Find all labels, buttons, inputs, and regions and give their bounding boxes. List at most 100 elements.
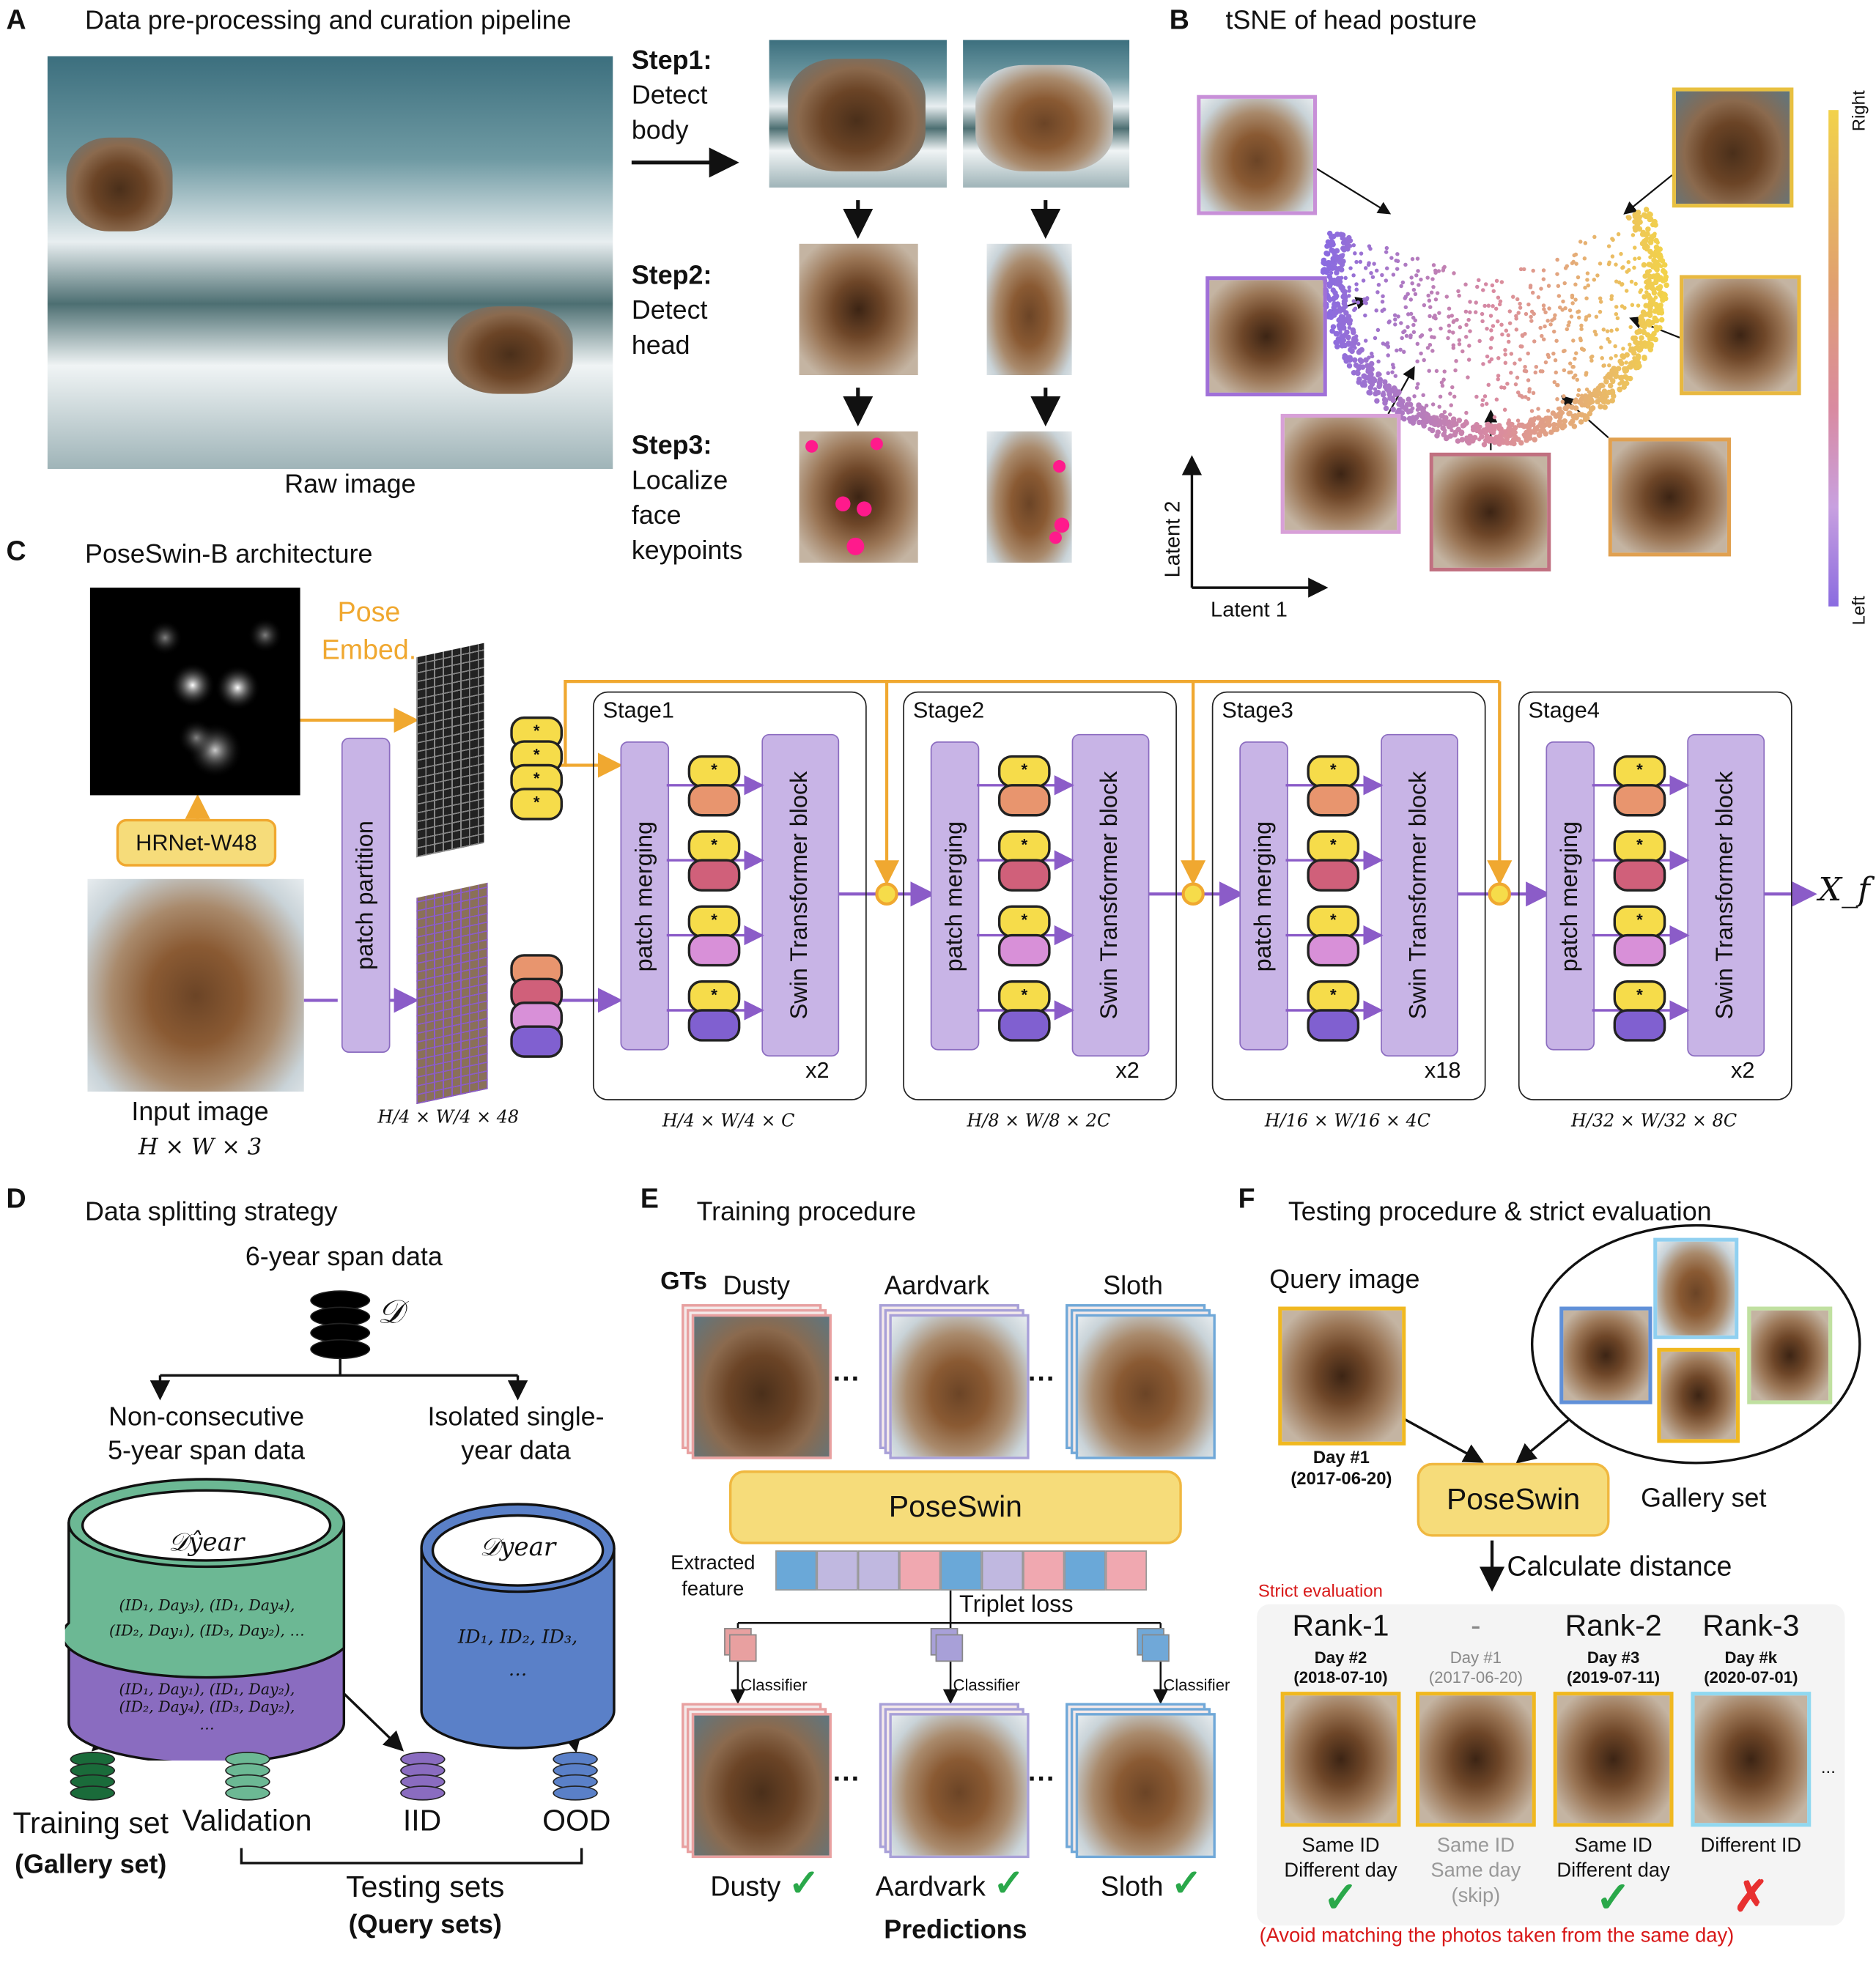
pose-token: * (997, 905, 1051, 939)
tsne-point (1325, 239, 1332, 245)
tsne-point (1587, 314, 1592, 318)
tsne-point (1491, 304, 1495, 308)
prediction-name: Dusty (710, 1870, 781, 1902)
tsne-point (1643, 207, 1650, 212)
tsne-point (1354, 369, 1361, 376)
tsne-point (1576, 275, 1581, 280)
tsne-point (1375, 327, 1381, 333)
tsne-point (1477, 437, 1482, 442)
tsne-point (1401, 415, 1407, 422)
patch-merging-label: patch merging (1556, 821, 1583, 971)
tsne-point (1411, 330, 1417, 335)
colorbar (1828, 110, 1839, 607)
tsne-point (1642, 355, 1647, 361)
tsne-point (1583, 241, 1588, 245)
tsne-point (1610, 254, 1615, 259)
patch-partition-block: patch partition (341, 737, 391, 1054)
tsne-point (1329, 328, 1335, 334)
tsne-point (1513, 361, 1517, 366)
tsne-point (1467, 433, 1473, 440)
tsne-point (1659, 258, 1666, 264)
tsne-point (1576, 315, 1581, 320)
tsne-point (1478, 424, 1482, 429)
tsne-point (1613, 344, 1617, 349)
tsne-point (1566, 410, 1572, 417)
tsne-point (1356, 300, 1361, 305)
tsne-point (1345, 247, 1349, 251)
image-patch-grid (416, 882, 488, 1105)
tsne-point (1637, 347, 1644, 352)
tsne-point (1425, 346, 1430, 350)
ellipsis: ··· (1027, 1363, 1056, 1394)
tsne-point (1652, 218, 1658, 225)
tsne-point (1399, 284, 1403, 289)
triplet-loss-label: Triplet loss (959, 1591, 1074, 1618)
rank-image (1280, 1692, 1401, 1827)
tsne-point (1493, 306, 1499, 311)
tsne-point (1606, 389, 1612, 396)
tsne-point (1595, 399, 1600, 404)
rank-day-match: Different day (1284, 1860, 1397, 1882)
tsne-point (1485, 354, 1490, 359)
tsne-point (1389, 256, 1394, 260)
feature-cell (940, 1550, 982, 1591)
tsne-point (1356, 341, 1361, 347)
panel-a-title: Data pre-processing and curation pipelin… (85, 6, 572, 35)
tsne-point (1408, 297, 1414, 302)
feature-cell (1105, 1550, 1148, 1591)
tsne-point (1457, 341, 1462, 347)
tsne-point (1398, 347, 1403, 352)
rank-title: Rank-1 (1292, 1609, 1389, 1643)
tsne-point (1576, 393, 1581, 398)
swin-block-label: Swin Transformer block (786, 771, 813, 1020)
tsne-point (1359, 251, 1364, 256)
tsne-point (1466, 317, 1471, 322)
tsne-point (1481, 362, 1485, 366)
rank-day: Day #1 (1450, 1648, 1502, 1667)
tsne-point (1421, 393, 1425, 398)
tsne-point (1645, 226, 1651, 232)
tsne-point (1477, 338, 1482, 344)
tsne-point (1630, 303, 1635, 307)
tsne-point (1411, 287, 1417, 292)
feature-cell (775, 1550, 817, 1591)
stage-dims: H/4 × W/4 × C (662, 1111, 795, 1132)
panel-e-label: E (640, 1182, 659, 1215)
tsne-point (1347, 289, 1351, 293)
tsne-point (1648, 341, 1654, 348)
tsne-point (1543, 310, 1548, 315)
tsne-point (1395, 267, 1400, 271)
query-date: Day #1(2017-06-20) (1257, 1447, 1425, 1489)
tsne-point (1502, 385, 1507, 390)
tsne-point (1619, 251, 1623, 256)
tsne-point (1642, 294, 1647, 300)
tsne-point (1363, 357, 1369, 363)
tsne-point (1556, 407, 1561, 411)
feature-cell (1023, 1550, 1065, 1591)
feature-token (687, 1009, 741, 1042)
tsne-point (1403, 295, 1408, 299)
tsne-point (1384, 342, 1388, 347)
database-icon (310, 1290, 371, 1360)
feature-token (687, 933, 741, 967)
stage-dims: H/32 × W/32 × 8C (1570, 1111, 1737, 1132)
stage-1 (592, 691, 867, 1100)
step3-label: Step3:Localize face keypoints (632, 429, 775, 569)
tsne-point (1617, 382, 1622, 386)
tsne-point (1518, 344, 1523, 349)
tsne-point (1433, 297, 1439, 302)
tsne-point (1460, 349, 1465, 354)
tsne-point (1518, 267, 1524, 272)
tsne-point (1515, 418, 1521, 423)
tsne-point (1621, 347, 1625, 351)
tsne-point (1450, 418, 1457, 425)
tsne-point (1509, 352, 1514, 356)
pose-token: * (997, 830, 1051, 863)
tsne-point (1425, 275, 1430, 280)
colorbar-bottom-label: Left (1848, 596, 1869, 626)
tsne-point (1375, 389, 1381, 396)
ood-rows: ID₁, ID₂, ID₃,… (425, 1621, 610, 1686)
tsne-point (1607, 382, 1614, 389)
tsne-point (1447, 412, 1452, 417)
